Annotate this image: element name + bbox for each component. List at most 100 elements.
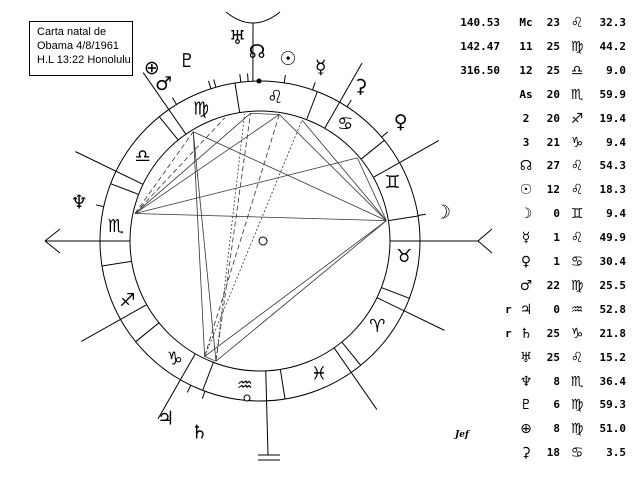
sign-boundary (110, 183, 139, 195)
sign-boundary (360, 139, 385, 160)
planet-tick (312, 82, 316, 91)
saturn-icon: ♄ (191, 422, 208, 444)
chart-info-box: Carta natal de Obama 4/8/1961 H.L 13:22 … (29, 21, 133, 76)
sign-boundary (306, 91, 318, 120)
info-line-3: H.L 13:22 Honolulu (37, 54, 131, 66)
cell-min: 30.4 (599, 255, 627, 268)
planet-tick (239, 74, 242, 83)
cell-deg: 8 (553, 374, 560, 388)
planet-tick (247, 73, 249, 82)
aspect-line (204, 119, 303, 357)
mars-icon: ♂ (155, 73, 172, 95)
cell-deg: 20 (546, 87, 560, 101)
aspect-line (134, 113, 251, 214)
cell-min: 44.2 (599, 39, 627, 53)
cell-sign: ♑ (570, 325, 584, 342)
cell-label: ☽ (519, 206, 533, 223)
cell-sign: ♊ (570, 206, 584, 223)
aspect-line (250, 112, 280, 115)
aspect-line (192, 131, 217, 362)
aspect-line (215, 113, 246, 362)
cell-deg: 22 (546, 278, 560, 292)
sign-boundary (101, 260, 132, 267)
aspect-line (134, 131, 194, 214)
sign-boundary (135, 322, 160, 343)
cell-r: r (505, 302, 512, 316)
planet-tick (201, 391, 206, 399)
aspect-line (356, 157, 387, 221)
moon-icon: ☽ (434, 202, 451, 224)
cell-deg: 21 (546, 135, 560, 149)
cell-deg: 25 (546, 326, 560, 340)
cell-deg: 25 (546, 350, 560, 364)
center-marker (258, 236, 268, 246)
cell-long: 140.53 (460, 16, 500, 29)
cell-long: 316.50 (460, 63, 500, 77)
cell-label: ♂ (519, 277, 533, 294)
cell-min: 21.8 (599, 326, 627, 340)
house-cusp-line (373, 140, 439, 178)
cell-label: ♅ (519, 349, 533, 366)
cell-sign: ♌ (570, 349, 584, 366)
cell-min: 9.4 (606, 135, 626, 149)
cell-sign: ♏ (570, 373, 584, 390)
cell-sign: ♎ (570, 62, 584, 79)
sign-glyph-sagittarius: ♐ (119, 290, 135, 311)
cell-label: ☿ (521, 230, 531, 247)
cell-sign: ♒ (570, 301, 584, 318)
cell-min: 18.3 (599, 183, 627, 197)
aspect-line (134, 213, 387, 222)
sun-icon: ☉ (279, 48, 296, 70)
planet-tick (283, 74, 286, 83)
lot-marker (243, 394, 251, 402)
imum-coeli-line (265, 370, 269, 456)
cell-min: 54.3 (599, 159, 627, 173)
house-cusp-line (333, 347, 378, 410)
sign-glyph-gemini: ♊ (384, 172, 400, 193)
cell-min: 51.0 (599, 422, 627, 436)
ceres-icon: ⚳ (354, 76, 368, 98)
midheaven-symbol (225, 11, 281, 24)
aspect-line (204, 356, 217, 362)
cell-min: 15.2 (599, 350, 627, 364)
aspect-line (134, 114, 280, 214)
cell-label: ♃ (519, 301, 533, 318)
cell-label: Mc (519, 16, 533, 29)
cell-label: ☊ (519, 158, 533, 175)
planet-tick (381, 131, 389, 138)
cell-deg: 1 (553, 231, 560, 245)
house-cusp-line (324, 62, 363, 129)
fortune-icon: ⊕ (144, 57, 160, 79)
cell-sign: ♋ (570, 445, 584, 462)
aspect-line (134, 117, 226, 214)
cell-deg: 27 (546, 159, 560, 173)
cell-label: ♄ (519, 325, 533, 342)
planet-tick (346, 99, 352, 107)
cell-min: 19.4 (599, 111, 627, 125)
cell-deg: 25 (546, 39, 560, 53)
sign-glyph-aries: ♈ (369, 316, 385, 337)
mercury-icon: ☿ (315, 56, 327, 78)
cell-sign: ♌ (570, 15, 584, 31)
uranus-icon: ♅ (229, 27, 246, 49)
cell-sign: ♌ (570, 158, 584, 175)
aspect-line (193, 131, 387, 221)
cell-min: 52.8 (599, 302, 627, 316)
sign-boundary (341, 341, 362, 366)
planet-tick (213, 79, 217, 88)
planet-tick (95, 204, 104, 208)
planet-tick (186, 385, 192, 393)
cell-label: ⊕ (520, 421, 532, 438)
cell-label: ♀ (520, 254, 532, 270)
cell-min: 36.4 (599, 374, 627, 388)
cell-label: ♇ (519, 397, 533, 414)
cell-min: 3.5 (606, 446, 626, 460)
house-cusp-line (376, 297, 445, 331)
cell-label: ☉ (519, 182, 533, 199)
sign-glyph-cancer: ♋ (337, 114, 353, 135)
sign-glyph-virgo: ♍ (193, 99, 209, 120)
author-signature: Jef (455, 430, 469, 440)
cell-deg: 20 (546, 111, 560, 125)
aspect-line (301, 119, 387, 221)
sign-glyph-leo: ♌ (267, 87, 283, 108)
